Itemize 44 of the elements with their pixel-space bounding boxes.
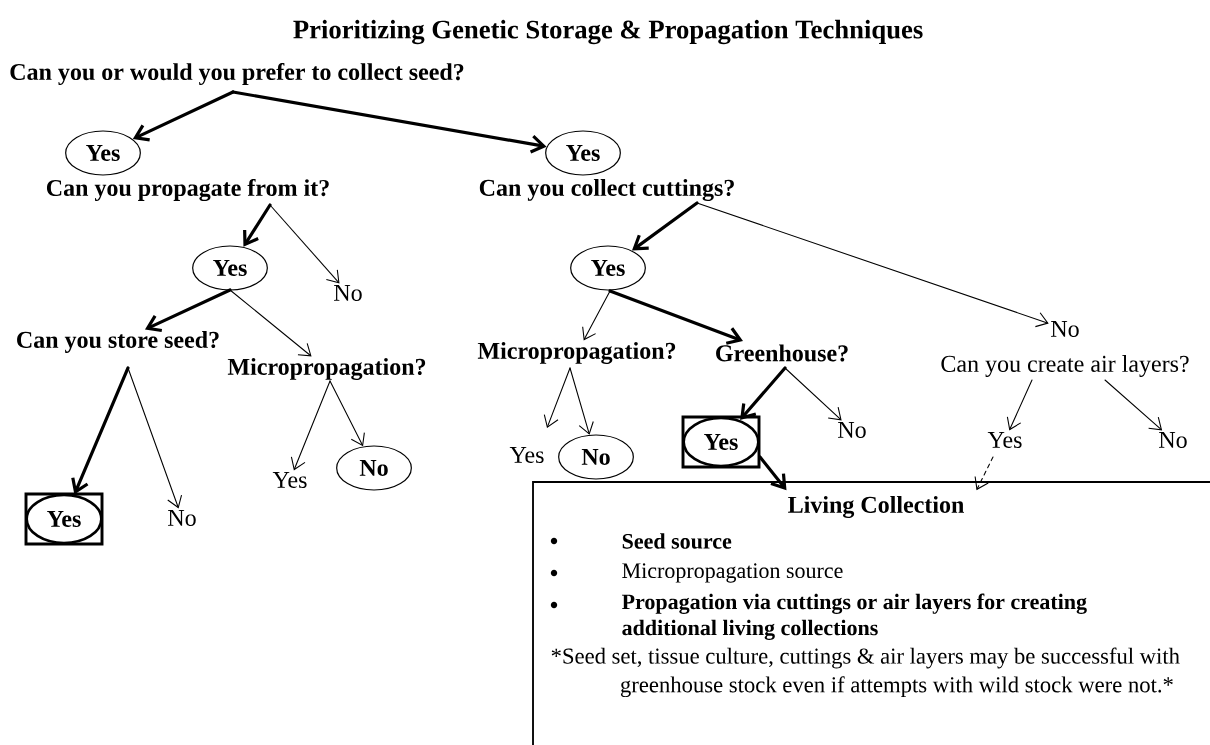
title: Prioritizing Genetic Storage & Propagation Techniques — [293, 19, 923, 45]
arrow — [632, 201, 699, 251]
bullet-item: Propagation via cuttings or air layers for creating additional living collections — [622, 593, 1087, 640]
answer-text: Yes — [987, 432, 1022, 448]
answer-text: No — [1051, 321, 1079, 337]
arrow — [71, 366, 130, 495]
question-text: Can you propagate from it? — [46, 178, 329, 202]
question-text: Can you create air layers? — [941, 355, 1189, 377]
question-text: Can you collect cuttings? — [479, 179, 734, 201]
arrow — [784, 367, 842, 421]
arrow — [132, 90, 235, 142]
arrow — [229, 289, 312, 357]
question-text: Micropropagation? — [477, 342, 676, 364]
panel-heading: Living Collection — [788, 496, 964, 518]
arrow — [696, 202, 1049, 328]
arrow — [758, 455, 787, 491]
arrow — [1006, 379, 1033, 431]
answer-text: No — [838, 422, 866, 438]
arrow — [1104, 379, 1163, 431]
arrow — [569, 367, 594, 435]
arrow — [243, 203, 272, 247]
arrow — [608, 289, 743, 345]
answer-text: Yes — [509, 447, 544, 463]
question-text: Can you store seed? — [17, 331, 219, 353]
answer-text: Yes — [272, 472, 307, 488]
arrow — [974, 456, 994, 491]
arrow — [582, 290, 611, 341]
arrow — [144, 288, 232, 333]
arrow — [127, 367, 183, 509]
answer-text: No — [334, 285, 362, 301]
arrow — [329, 380, 365, 447]
question-text: Micropropagation? — [227, 358, 426, 380]
answer-text: No — [1159, 432, 1187, 448]
arrow — [740, 366, 787, 420]
arrow — [290, 380, 331, 471]
arrow — [231, 90, 547, 154]
footnote-text: *Seed set, tissue culture, cuttings & air layers may be successful with greenhouse stock even if attempts with wild stock were not.* — [551, 647, 1180, 698]
bullet-item: Seed source — [622, 533, 732, 549]
arrow — [543, 367, 571, 428]
bullet-item: Micropropagation source — [622, 563, 843, 583]
question-text: Greenhouse? — [716, 344, 848, 362]
question-text: Can you or would you prefer to collect seed? — [10, 62, 464, 86]
arrow — [269, 204, 340, 284]
answer-text: No — [168, 510, 196, 526]
